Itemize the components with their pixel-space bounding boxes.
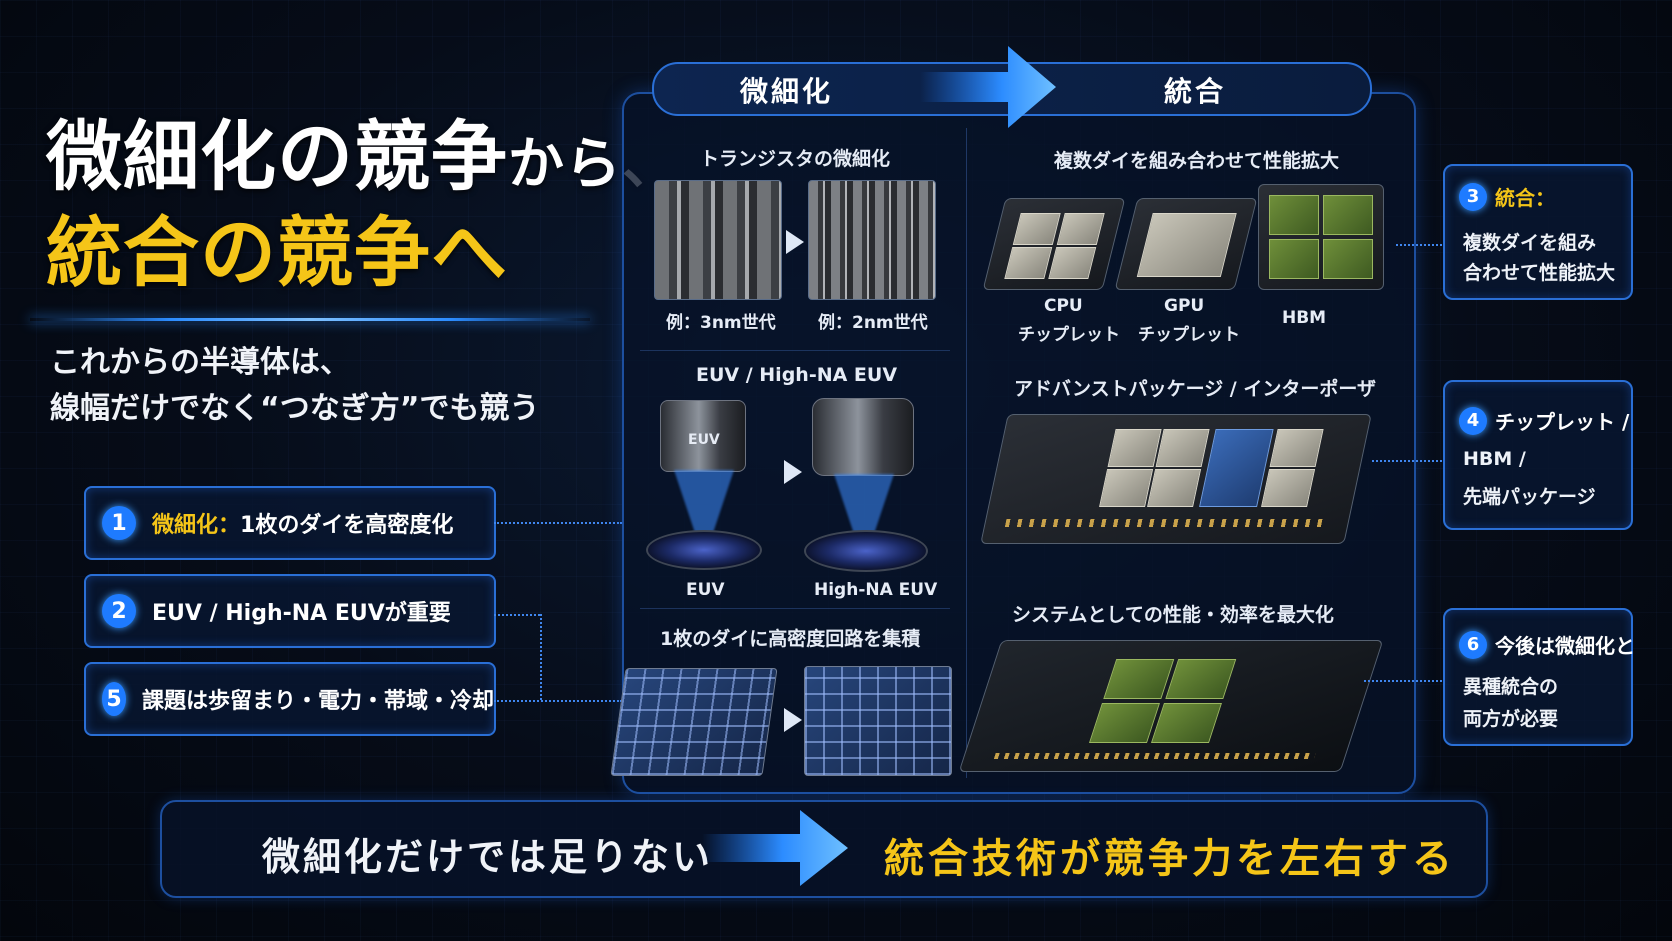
- euv-arrow-icon: [784, 460, 802, 484]
- point-2-text: EUV / High-NA EUVが重要: [152, 601, 451, 626]
- callout-4-head: チップレット /: [1495, 410, 1630, 434]
- callout-3-line-2: 合わせて性能拡大: [1463, 262, 1616, 284]
- header-right-label: 統合: [1164, 75, 1227, 108]
- die-title: 1枚のダイに高密度回路を集積: [660, 628, 921, 650]
- header-arrow-icon: [920, 46, 1056, 128]
- connector-point-2-vertical: [540, 614, 542, 700]
- callout-3-line-1: 複数ダイを組み: [1463, 232, 1597, 254]
- high-na-euv-caption: High-NA EUV: [814, 580, 938, 600]
- package-title: アドバンストパッケージ / インターポーザ: [1014, 378, 1376, 400]
- headline-divider: [30, 318, 590, 321]
- point-1-highlight: 微細化：: [152, 513, 241, 538]
- number-badge-3: 3: [1459, 182, 1487, 211]
- callout-6: 6 今後は微細化と 異種統合の 両方が必要: [1443, 608, 1635, 746]
- banner-arrow-icon: [702, 810, 848, 886]
- number-badge-1: 1: [102, 506, 136, 540]
- number-badge-2: 2: [102, 594, 136, 628]
- number-badge-5: 5: [102, 682, 126, 716]
- callout-4-line-1: HBM /: [1463, 448, 1526, 470]
- banner-right-text: 統合技術が競争力を左右する: [884, 836, 1456, 882]
- euv-lens-label: EUV: [688, 432, 720, 448]
- connector-callout-6: [1364, 680, 1442, 682]
- point-1-text: 1枚のダイを高密度化: [240, 513, 454, 538]
- euv-lens-icon: [660, 400, 746, 472]
- subtitle-line-1: これからの半導体は、: [50, 345, 350, 380]
- gpu-label-2: チップレット: [1138, 325, 1240, 345]
- connector-point-2: [494, 614, 540, 616]
- number-badge-4: 4: [1459, 406, 1487, 435]
- die-image-before: [610, 668, 778, 776]
- cpu-chiplet-image: [982, 198, 1126, 290]
- connector-point-5: [494, 700, 622, 702]
- system-board-image: [958, 640, 1384, 772]
- left-divider-2: [640, 608, 950, 609]
- hbm-label: HBM: [1282, 308, 1327, 328]
- subtitle-line-2: 線幅だけでなく“つなぎ方”でも競う: [50, 391, 540, 426]
- callout-3: 3 統合： 複数ダイを組み 合わせて性能拡大: [1443, 164, 1633, 300]
- transistor-title: トランジスタの微細化: [700, 148, 891, 170]
- point-5: 5 課題は歩留まり・電力・帯域・冷却: [84, 662, 496, 736]
- connector-point-1: [494, 522, 622, 524]
- callout-6-line-2: 両方が必要: [1463, 708, 1559, 730]
- panel-divider: [966, 128, 967, 778]
- euv-wafer: [646, 530, 762, 570]
- point-5-text: 課題は歩留まり・電力・帯域・冷却: [141, 689, 494, 714]
- left-divider-1: [640, 350, 950, 351]
- headline-line-1a: 微細化の競争: [46, 112, 508, 201]
- system-title: システムとしての性能・効率を最大化: [1012, 604, 1334, 626]
- connector-callout-3: [1396, 244, 1442, 246]
- callout-4-line-2: 先端パッケージ: [1463, 486, 1596, 508]
- connector-callout-4: [1372, 460, 1442, 462]
- header-left-label: 微細化: [740, 75, 834, 108]
- transistor-arrow-icon: [786, 230, 804, 254]
- high-na-euv-lens-icon: [812, 398, 914, 476]
- cpu-label-2: チップレット: [1018, 325, 1120, 345]
- transistor-caption-2nm: 例：2nm世代: [818, 313, 928, 333]
- euv-caption: EUV: [686, 580, 725, 600]
- hbm-image: [1258, 184, 1384, 290]
- callout-4: 4 チップレット / HBM / 先端パッケージ: [1443, 380, 1633, 530]
- advanced-package-image: [980, 414, 1372, 544]
- point-1: 1 微細化：1枚のダイを高密度化: [84, 486, 496, 560]
- transistor-caption-3nm: 例：3nm世代: [666, 313, 776, 333]
- number-badge-6: 6: [1459, 630, 1487, 659]
- transistor-3nm-image: [654, 180, 782, 300]
- euv-title: EUV / High-NA EUV: [696, 364, 898, 386]
- multi-die-title: 複数ダイを組み合わせて性能拡大: [1054, 150, 1340, 172]
- transistor-2nm-image: [808, 180, 936, 300]
- banner-left-text: 微細化だけでは足りない: [262, 835, 714, 879]
- gpu-chiplet-image: [1114, 198, 1258, 290]
- gpu-label-1: GPU: [1164, 296, 1205, 316]
- die-arrow-icon: [784, 708, 802, 732]
- point-2: 2 EUV / High-NA EUVが重要: [84, 574, 496, 648]
- callout-3-head: 統合：: [1495, 186, 1555, 210]
- headline-line-1: 微細化の競争から、: [46, 112, 679, 210]
- callout-6-line-1: 異種統合の: [1463, 676, 1559, 698]
- high-na-euv-wafer: [804, 530, 928, 572]
- callout-6-head: 今後は微細化と: [1495, 634, 1635, 658]
- cpu-label-1: CPU: [1044, 296, 1083, 316]
- headline-line-2: 統合の競争へ: [46, 208, 508, 297]
- die-image-after: [804, 666, 952, 776]
